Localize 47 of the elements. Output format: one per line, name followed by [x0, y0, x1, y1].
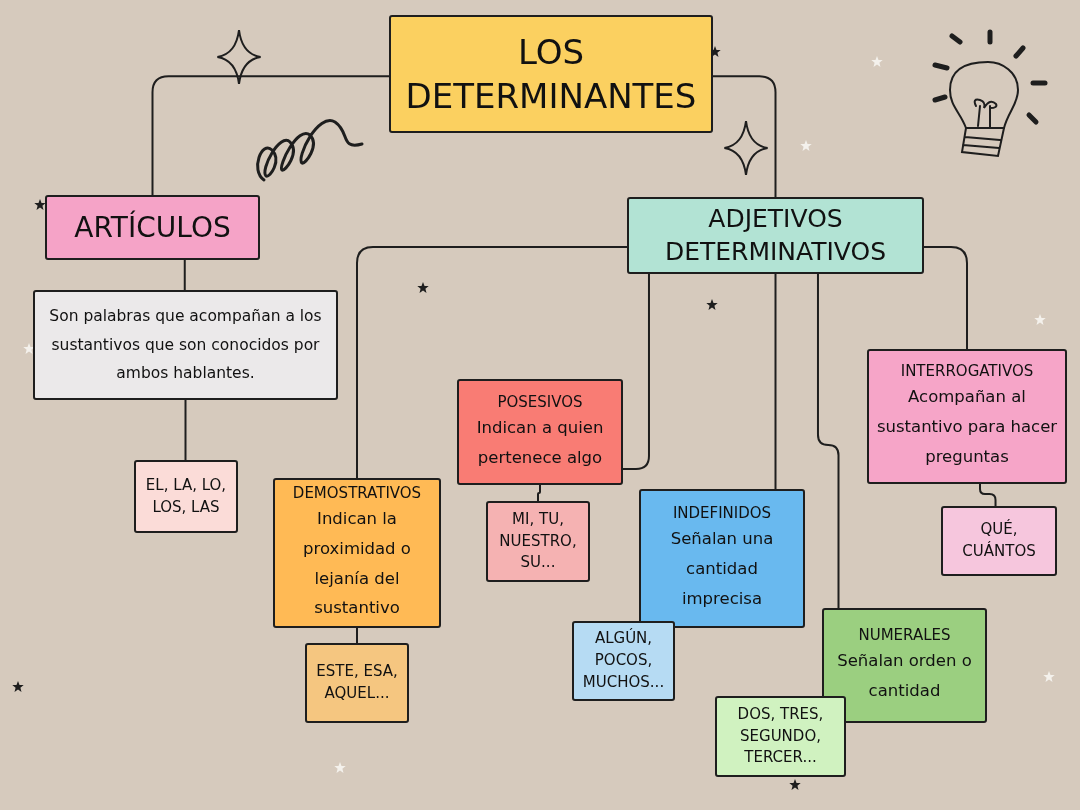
- connector-line: [712, 75, 777, 198]
- subcategory-box: [639, 489, 805, 628]
- definition-box: [33, 290, 338, 400]
- example-box: [134, 460, 238, 533]
- subcategory-box: [273, 478, 441, 628]
- example-text: MI, TU, NUESTRO, SU...: [498, 508, 578, 574]
- connector-line: [979, 483, 997, 507]
- description-text: Acompañan al sustantivo para hacer preguntas: [875, 386, 1059, 468]
- connector-line: [774, 273, 777, 490]
- subcategory-box: [457, 379, 623, 485]
- description-text: Señalan orden o cantidad: [836, 650, 973, 702]
- example-box: [572, 621, 675, 701]
- example-text: QUÉ, CUÁNTOS: [961, 519, 1037, 562]
- connector-line: [816, 273, 840, 609]
- example-box: [941, 506, 1057, 576]
- description-text: Señalan una cantidad imprecisa: [669, 528, 775, 610]
- subcategory-box: [867, 349, 1067, 484]
- connector-line: [356, 246, 628, 479]
- subheading-text: NUMERALES: [858, 625, 951, 647]
- subcategory-box: [822, 608, 987, 723]
- connector-line: [923, 246, 968, 350]
- example-text: ESTE, ESA, AQUEL...: [315, 661, 399, 704]
- connector-line: [356, 627, 358, 644]
- subheading-text: INTERROGATIVOS: [900, 361, 1034, 383]
- title-text: LOS DETERMINANTES: [404, 30, 698, 118]
- example-text: DOS, TRES, SEGUNDO, TERCER...: [736, 703, 825, 769]
- connector-line: [183, 259, 186, 291]
- description-text: Indican la proximidad o lejanía del sustantivo: [302, 508, 412, 620]
- category-box: [627, 197, 924, 274]
- connector-line: [537, 484, 541, 502]
- example-box: [305, 643, 409, 723]
- definition-text: Son palabras que acompañan a los sustantivos que son conocidos por ambos hablantes.: [48, 306, 323, 385]
- heading-text: ADJETIVOS DETERMINATIVOS: [663, 203, 888, 268]
- example-box: [486, 501, 590, 582]
- example-text: EL, LA, LO, LOS, LAS: [144, 474, 228, 518]
- connector-line: [151, 75, 390, 196]
- connector-line: [622, 273, 650, 471]
- category-box: [45, 195, 260, 260]
- subheading-text: POSESIVOS: [497, 391, 583, 413]
- description-text: Indican a quien pertenece algo: [475, 416, 605, 469]
- connector-line: [184, 399, 187, 461]
- subheading-text: INDEFINIDOS: [672, 503, 772, 525]
- example-box: [715, 696, 846, 777]
- title-box: [389, 15, 713, 133]
- subheading-text: DEMOSTRATIVOS: [292, 483, 422, 505]
- heading-text: ARTÍCULOS: [74, 209, 231, 246]
- example-text: ALGÚN, POCOS, MUCHOS...: [581, 628, 666, 693]
